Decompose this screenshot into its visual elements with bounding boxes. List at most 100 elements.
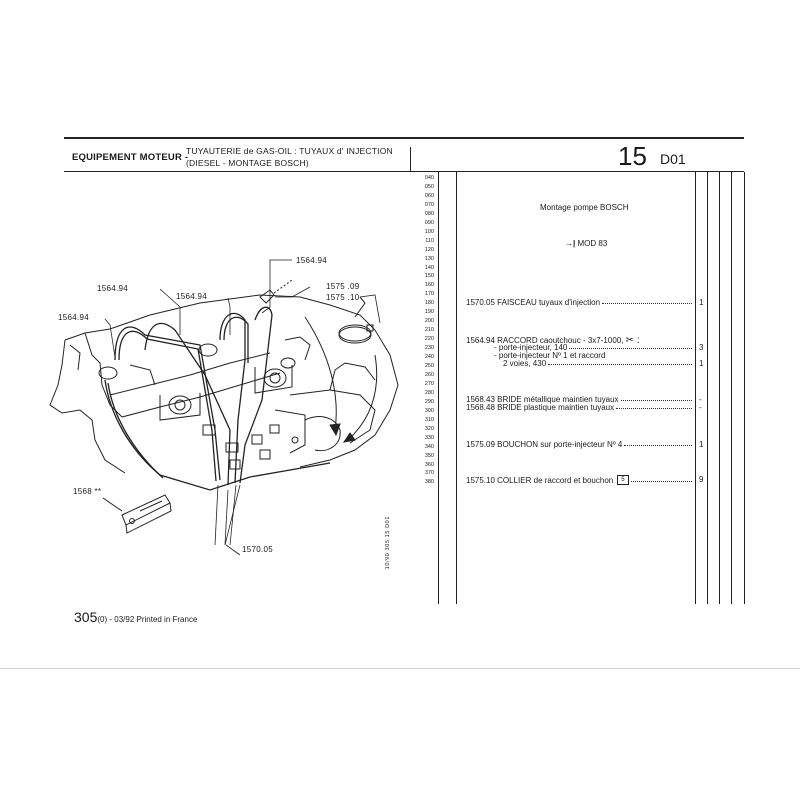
pipe-fittings <box>202 409 306 470</box>
callout-1570-05: 1570.05 <box>242 545 274 554</box>
row-code: 200 <box>424 318 434 325</box>
part-qty: - <box>699 395 702 404</box>
part-ref: 1570.05 <box>466 298 495 307</box>
row-code: 190 <box>424 309 434 316</box>
part-row: 1568.48 BRIDE plastique maintien tuyaux <box>466 403 694 412</box>
column-rule-qty <box>695 172 696 604</box>
hose-clip-detail <box>338 296 374 344</box>
page-title-line1: TUYAUTERIE de GAS-OIL : TUYAUX d' INJECT… <box>186 146 393 156</box>
row-code: 220 <box>424 336 434 343</box>
column-rule-4 <box>744 172 745 604</box>
section-label: EQUIPEMENT MOTEUR - <box>72 152 189 163</box>
bracket-1568 <box>102 494 172 534</box>
row-code: 320 <box>424 425 434 432</box>
motion-arrows <box>304 316 378 443</box>
row-code: 350 <box>424 452 434 459</box>
leader-dots <box>602 298 692 304</box>
row-code: 280 <box>424 389 434 396</box>
plug-detail <box>259 279 293 304</box>
row-code: 180 <box>424 300 434 307</box>
column-rule-left <box>438 172 439 604</box>
row-code: 160 <box>424 282 434 289</box>
row-code: 120 <box>424 246 434 253</box>
footer: 305(0) - 03/92 Printed in France <box>74 609 197 627</box>
part-desc: BRIDE plastique maintien tuyaux <box>497 403 615 412</box>
part-qty: 1 <box>699 298 704 307</box>
row-code: 060 <box>424 192 434 199</box>
column-rule-2 <box>719 172 720 604</box>
injector-holders <box>98 336 311 421</box>
row-code: 300 <box>424 407 434 414</box>
leader-dots <box>548 359 692 365</box>
part-desc: FAISCEAU tuyaux d'injection <box>497 298 601 307</box>
part-qty: - <box>699 403 702 412</box>
page-edge <box>0 668 800 669</box>
row-code: 310 <box>424 416 434 423</box>
part-desc: BRIDE métallique maintien tuyaux <box>497 395 619 404</box>
callout-1564-94-left: 1564.94 <box>97 284 129 293</box>
row-code: 240 <box>424 354 434 361</box>
row-code: 230 <box>424 345 434 352</box>
column-rule-main <box>456 172 457 604</box>
part-row: 1570.05 FAISCEAU tuyaux d'injection <box>466 298 694 307</box>
part-qty: 1 <box>699 359 704 368</box>
row-code: 380 <box>424 479 434 486</box>
row-code: 170 <box>424 291 434 298</box>
part-qty: 1 <box>699 440 704 449</box>
row-code: 100 <box>424 228 434 235</box>
part-desc: RACCORD caoutchouc - 3x7-1000, <box>497 336 624 345</box>
row-code: 130 <box>424 255 434 262</box>
part-desc: - porte-injecteur, 140 <box>494 343 568 352</box>
part-ref: 1568.48 <box>466 403 495 412</box>
part-ref: 1568.43 <box>466 395 495 404</box>
injection-pipes <box>104 306 331 491</box>
row-code: 070 <box>424 201 434 208</box>
leader-dots <box>624 440 692 446</box>
row-code: 250 <box>424 363 434 370</box>
row-code: 260 <box>424 371 434 378</box>
row-code: 040 <box>424 175 434 181</box>
part-row: - porte-injecteur Nº 1 et raccord <box>494 351 605 360</box>
footer-info: (0) - 03/92 Printed in France <box>97 615 198 624</box>
part-row: 1564.94 RACCORD caoutchouc - 3x7-1000, ✂… <box>466 335 640 346</box>
row-code: 050 <box>424 183 434 190</box>
row-code: 210 <box>424 327 434 334</box>
row-code: 340 <box>424 443 434 450</box>
callout-1564-94-mid: 1564.94 <box>176 292 208 301</box>
callout-1568: 1568 ** <box>73 487 102 496</box>
row-code: 270 <box>424 380 434 387</box>
row-code: 290 <box>424 398 434 405</box>
part-ref: 1564.94 <box>466 336 495 345</box>
part-ref: 1575.10 <box>466 476 495 485</box>
callout-1564-94-top: 1564.94 <box>296 256 328 265</box>
page-code: D01 <box>660 151 686 167</box>
mod-marker: →| MOD 83 <box>565 239 607 248</box>
header-bottom-rule <box>64 171 744 173</box>
scissors-icon: ✂ : <box>625 335 640 346</box>
leader-dots <box>569 343 692 349</box>
part-row: 2 voies, 430 <box>503 359 694 368</box>
boxed-mark: 5 <box>617 475 629 485</box>
engine-block <box>49 294 399 474</box>
mod-arrow-icon: →| <box>565 239 576 248</box>
part-desc: BOUCHON sur porte-injecteur Nº 4 <box>497 440 623 449</box>
page-title-line2: (DIESEL - MONTAGE BOSCH) <box>186 158 309 168</box>
row-code: 110 <box>425 237 434 244</box>
callout-1575-09: 1575 .09 <box>326 282 360 291</box>
footer-model: 305 <box>74 609 98 625</box>
callout-1564-94-far-left: 1564.94 <box>58 313 90 322</box>
part-row: 1568.43 BRIDE métallique maintien tuyaux <box>466 395 694 404</box>
part-ref: 1575.09 <box>466 440 495 449</box>
part-row: 1575.10 COLLIER de raccord et bouchon 5 <box>466 475 694 485</box>
row-code: 140 <box>424 264 434 271</box>
part-desc: - porte-injecteur Nº 1 et raccord <box>494 351 606 360</box>
leader-dots <box>630 481 692 482</box>
callout-1575-10: 1575 .10 <box>326 293 360 302</box>
row-code: 150 <box>424 273 434 280</box>
mod-label: MOD 83 <box>577 239 608 248</box>
part-row: 1575.09 BOUCHON sur porte-injecteur Nº 4 <box>466 440 694 449</box>
column-rule-3 <box>731 172 732 604</box>
part-desc: 2 voies, 430 <box>503 359 547 368</box>
part-row: - porte-injecteur, 140 <box>494 343 694 352</box>
